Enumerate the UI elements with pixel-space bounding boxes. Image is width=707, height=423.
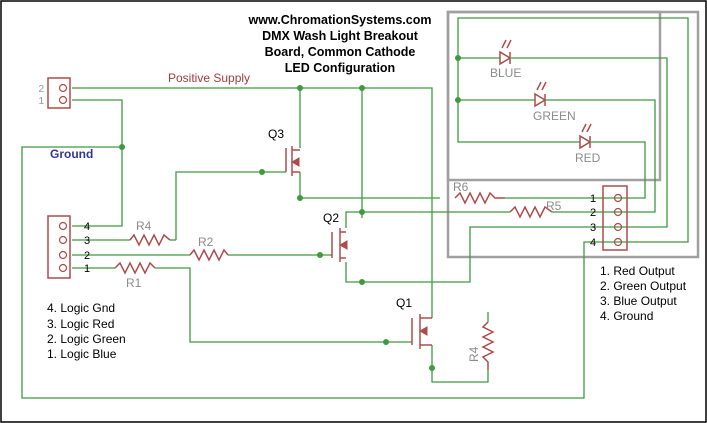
input-pin-4-label: 4 — [84, 221, 90, 233]
led-enclosure-inner — [446, 10, 662, 182]
resistor-r5: R5 — [509, 199, 562, 219]
output-legend-item: 3. Blue Output — [600, 294, 677, 308]
resistor-r1: R1 — [114, 261, 156, 290]
ground-label: Ground — [50, 147, 93, 161]
led-red-label: RED — [575, 151, 601, 165]
r3-label: R4 — [136, 219, 152, 233]
r1-label: R1 — [126, 276, 142, 290]
led-blue-label: BLUE — [490, 66, 521, 80]
title-block: www.ChromationSystems.com DMX Wash Light… — [248, 13, 432, 75]
output-legend: 1. Red Output 2. Green Output 3. Blue Ou… — [600, 264, 687, 323]
input-pin-1-label: 1 — [84, 263, 90, 275]
r6-label: R6 — [453, 180, 469, 194]
q2-label: Q2 — [323, 211, 339, 225]
transistor-q2: Q2 — [323, 211, 348, 262]
output-connector: 1 2 3 4 — [590, 185, 628, 251]
input-legend-item: 4. Logic Gnd — [47, 301, 115, 315]
r4-label: R4 — [467, 346, 481, 362]
transistor-q3: Q3 — [268, 127, 300, 176]
power-pin-2-label: 2 — [38, 84, 44, 95]
title-line-4: LED Configuration — [285, 61, 395, 75]
output-pin-4-label: 4 — [590, 237, 596, 249]
input-legend-item: 2. Logic Green — [47, 332, 126, 346]
resistor-r4: R4 — [467, 321, 495, 370]
output-legend-item: 2. Green Output — [600, 279, 687, 293]
input-legend-item: 3. Logic Red — [47, 317, 114, 331]
resistor-r2: R2 — [189, 235, 229, 262]
q1-label: Q1 — [396, 296, 412, 310]
wiring — [21, 17, 689, 399]
r5-label: R5 — [546, 199, 562, 213]
output-pin-1-label: 1 — [590, 193, 596, 205]
resistor-r6: R6 — [453, 180, 505, 205]
title-line-2: DMX Wash Light Breakout — [262, 29, 419, 43]
r2-label: R2 — [198, 235, 214, 249]
positive-supply-label: Positive Supply — [168, 71, 250, 85]
output-legend-item: 4. Ground — [600, 309, 653, 323]
title-line-3: Board, Common Cathode — [265, 45, 416, 59]
output-legend-item: 1. Red Output — [600, 264, 675, 278]
output-pin-2-label: 2 — [590, 207, 596, 219]
input-legend-item: 1. Logic Blue — [47, 347, 117, 361]
transistor-q1: Q1 — [396, 296, 432, 349]
resistor-r3: R4 — [129, 219, 171, 247]
led-green-label: GREEN — [533, 109, 576, 123]
led-green: GREEN — [533, 81, 576, 123]
input-connector: 4 3 2 1 — [47, 215, 90, 279]
power-pin-1-label: 1 — [38, 96, 44, 107]
power-connector: 2 1 — [38, 77, 71, 109]
q3-label: Q3 — [268, 127, 284, 141]
title-line-1: www.ChromationSystems.com — [248, 13, 432, 27]
input-pin-3-label: 3 — [84, 235, 90, 247]
input-pin-2-label: 2 — [84, 250, 90, 262]
output-pin-3-label: 3 — [590, 222, 596, 234]
input-legend: 4. Logic Gnd 3. Logic Red 2. Logic Green… — [47, 301, 126, 361]
led-blue: BLUE — [490, 39, 530, 80]
led-red: RED — [575, 123, 615, 165]
junctions — [119, 55, 461, 371]
